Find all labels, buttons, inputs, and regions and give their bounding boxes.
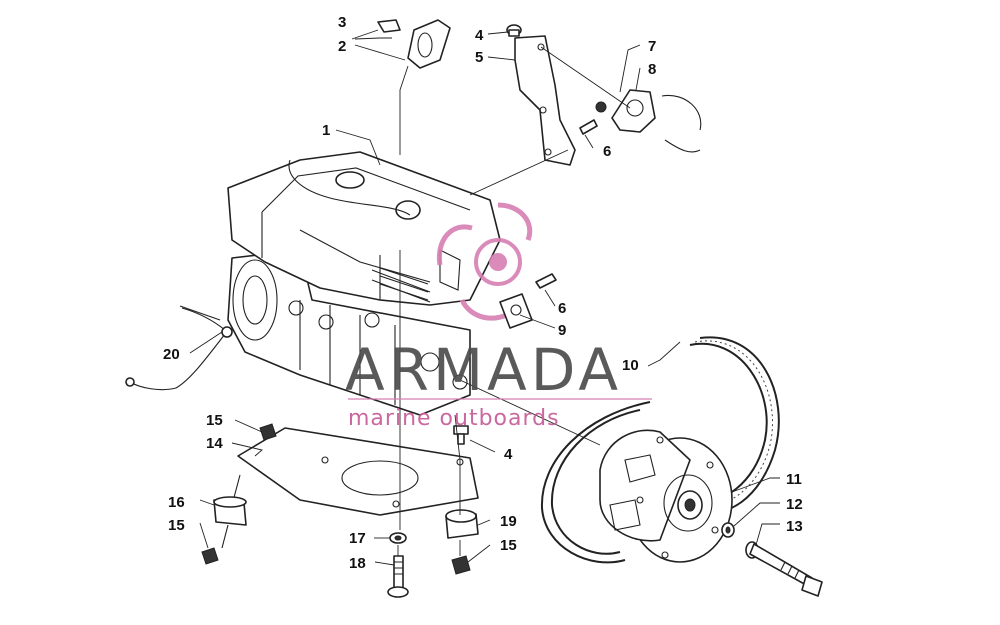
watermark-title: ARMADA: [345, 336, 622, 404]
callout-15-left: 15: [168, 517, 185, 534]
bolt-6-top: [579, 119, 598, 135]
washer-12: [721, 522, 735, 538]
washer-17: [389, 532, 407, 544]
callout-5: 5: [475, 49, 483, 66]
callout-9: 9: [558, 322, 566, 339]
engine-mount-8: [611, 89, 702, 153]
bolt-4-top: [506, 24, 522, 37]
callout-15-bottom: 15: [500, 537, 517, 554]
callout-8: 8: [648, 61, 656, 78]
callout-6-top: 6: [603, 143, 611, 160]
callout-15-top: 15: [206, 412, 223, 429]
rubber-mount-19: [445, 509, 479, 539]
bolt-18: [387, 555, 409, 598]
nut-7: [595, 101, 607, 113]
callout-13: 13: [786, 518, 803, 535]
callout-17: 17: [349, 530, 366, 547]
callout-1: 1: [322, 122, 330, 139]
watermark-logo: [436, 202, 533, 321]
engine-base-plate: [237, 427, 479, 516]
callout-16: 16: [168, 494, 185, 511]
callout-2: 2: [338, 38, 346, 55]
nut-15-bottom: [451, 555, 471, 575]
callout-4-top: 4: [475, 27, 484, 44]
clutch-bolt-13: [745, 541, 823, 597]
callout-4-plate: 4: [504, 446, 513, 463]
callout-12: 12: [786, 496, 803, 513]
callout-7: 7: [648, 38, 656, 55]
bolt-6-side: [535, 273, 557, 289]
vibration-mount-16: [213, 474, 247, 549]
ground-wire-20: [125, 307, 233, 391]
leader-lines: [189, 29, 780, 566]
callout-10: 10: [622, 357, 639, 374]
fuel-fitting-2: [407, 19, 451, 69]
drive-clutch-11: [599, 429, 733, 563]
clamp-9: [499, 293, 533, 329]
nut-15-top: [259, 423, 277, 441]
callout-6-side: 6: [558, 300, 566, 317]
callout-18: 18: [349, 555, 366, 572]
callout-11: 11: [786, 471, 802, 488]
callout-20: 20: [163, 346, 180, 363]
watermark-subtitle: marine outboards: [348, 406, 560, 431]
callout-14: 14: [206, 435, 223, 452]
nut-15-left: [201, 547, 219, 565]
clip-3: [377, 19, 401, 33]
callout-3: 3: [338, 14, 346, 31]
engine-assembly: [227, 151, 501, 416]
engine-mount-bracket: [514, 35, 576, 166]
watermark-text: ARMADA marine outboards: [345, 336, 652, 431]
callout-labels: 1 2 3 4 4 5 6 6 7 8 9 10 11 12 13 14 15 …: [163, 14, 803, 572]
stud-bolt: [179, 305, 221, 321]
callout-19: 19: [500, 513, 517, 530]
